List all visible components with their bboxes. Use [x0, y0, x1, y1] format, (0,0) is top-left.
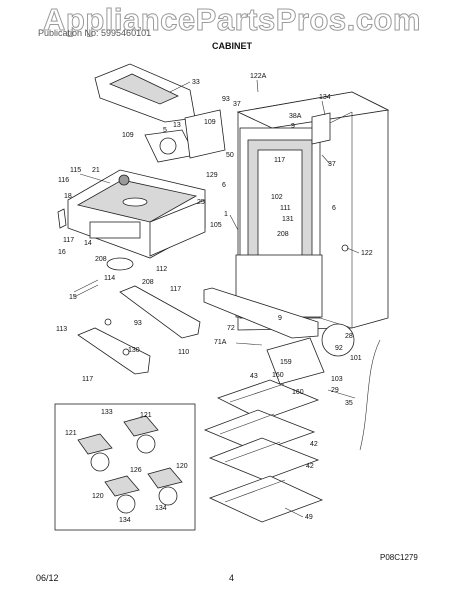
part-label: 115	[70, 167, 81, 174]
part-label: 43	[250, 373, 258, 380]
part-label: 110	[178, 349, 189, 356]
cabinet-shell	[235, 91, 390, 331]
part-label: 35	[345, 400, 353, 407]
part-label: 109	[204, 119, 216, 126]
part-label: 159	[280, 359, 292, 366]
part-label: 14	[84, 240, 92, 247]
page-number: 4	[229, 573, 235, 583]
part-label: 122A	[250, 73, 267, 80]
part-label: 131	[282, 216, 294, 223]
part-label: 109	[122, 132, 134, 139]
bottom-trim-parts	[77, 285, 325, 385]
part-label: 117	[63, 237, 74, 244]
part-label: 5	[163, 127, 167, 134]
part-label: 117	[82, 376, 93, 383]
part-label: 6	[222, 182, 226, 189]
part-label: 101	[350, 355, 362, 362]
part-labels: 33 122A 93 37 134 5 13 109 38A 9 109 37 …	[56, 73, 373, 524]
casters-inset	[54, 403, 196, 531]
part-label: 92	[335, 345, 343, 352]
part-label: 117	[274, 157, 285, 164]
part-label: 208	[277, 231, 289, 238]
part-label: 49	[305, 514, 313, 521]
footer-date: 06/12	[36, 573, 59, 583]
part-label: 21	[92, 167, 100, 174]
part-label: 18	[64, 193, 72, 200]
part-label: 111	[280, 205, 291, 212]
part-label: 37	[328, 161, 336, 168]
part-label: 114	[104, 275, 115, 282]
part-label: 42	[310, 441, 318, 448]
part-label: 33	[192, 79, 200, 86]
part-label: 25	[197, 199, 205, 206]
top-cover-assembly	[94, 63, 226, 163]
part-label: 1	[224, 211, 228, 218]
part-label: 133	[101, 409, 113, 416]
diagram-reference-code: P08C1279	[380, 553, 418, 562]
part-label: 129	[206, 172, 218, 179]
part-label: 72	[227, 325, 235, 332]
part-label: 121	[140, 412, 152, 419]
part-label: 103	[331, 376, 343, 383]
part-label: 50	[226, 152, 234, 159]
part-label: 134	[155, 505, 167, 512]
part-label: 15	[69, 294, 77, 301]
part-label: 208	[95, 256, 107, 263]
part-label: 112	[156, 266, 167, 273]
part-label: 13	[173, 122, 181, 129]
part-label: 42	[306, 463, 314, 470]
evaporator-cover-assembly	[57, 169, 206, 298]
part-label: 93	[134, 320, 142, 327]
part-label: 116	[58, 177, 69, 184]
part-label: 120	[176, 463, 188, 470]
part-label: 113	[56, 326, 67, 333]
part-label: 37	[233, 101, 241, 108]
publication-subheader: Publication No: 5995460101	[38, 28, 152, 38]
part-label: 102	[271, 194, 283, 201]
part-label: 134	[319, 94, 331, 101]
right-side-parts	[311, 112, 381, 451]
part-label: 208	[142, 279, 154, 286]
part-label: 105	[210, 222, 222, 229]
wire-shelves	[203, 379, 324, 523]
part-label: 126	[130, 467, 142, 474]
part-label: 134	[119, 517, 131, 524]
watermark: AppliancePartsPros.com	[43, 2, 421, 38]
part-label: 9	[278, 315, 282, 322]
leader-lines	[79, 79, 360, 518]
part-label: 93	[222, 96, 230, 103]
part-label: 121	[65, 430, 77, 437]
part-label: 130	[128, 347, 140, 354]
part-label: 120	[92, 493, 104, 500]
part-label: 6	[332, 205, 336, 212]
part-label: 160	[292, 389, 304, 396]
part-label: 9	[291, 123, 295, 130]
part-label: 71A	[214, 339, 227, 346]
part-label: 160	[272, 372, 284, 379]
part-label: 28	[345, 333, 353, 340]
part-label: 38A	[289, 113, 302, 120]
diagram-title: CABINET	[212, 41, 252, 51]
part-label: 16	[58, 249, 66, 256]
part-label: 122	[361, 250, 373, 257]
part-label: 117	[170, 286, 181, 293]
part-label: 29	[331, 387, 339, 394]
